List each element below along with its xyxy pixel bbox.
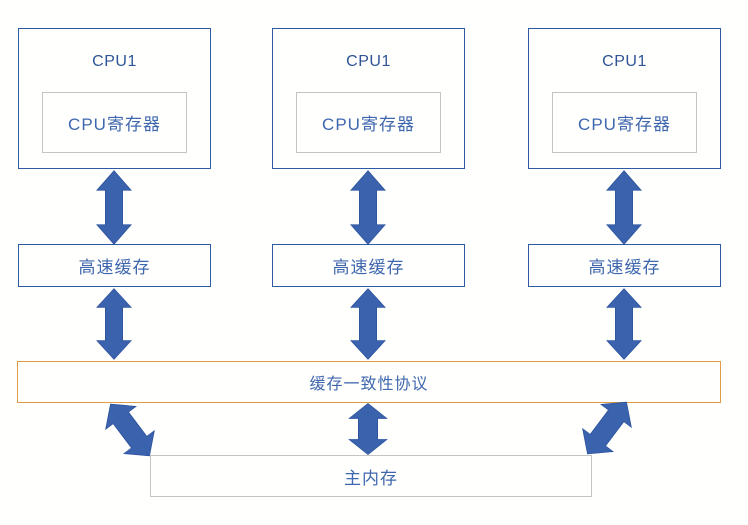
protocol-label: 缓存一致性协议 [309, 376, 429, 393]
cpu-label-2: CPU1 [346, 53, 391, 70]
cache-box-3: 高速缓存 [528, 244, 721, 287]
cpu-label-3: CPU1 [602, 53, 647, 70]
cpu-register-box-3: CPU寄存器 [552, 92, 697, 153]
cache-box-2: 高速缓存 [272, 244, 465, 287]
cache-label-2: 高速缓存 [332, 258, 405, 277]
cpu-register-label-3: CPU寄存器 [578, 115, 671, 134]
cache-box-1: 高速缓存 [18, 244, 211, 287]
double-arrow-cpu3-cache3-icon [606, 170, 642, 245]
double-arrow-cpu2-cache2-icon [350, 170, 386, 245]
cpu-register-label-2: CPU寄存器 [322, 115, 415, 134]
double-arrow-protocol-memory-center-icon [348, 403, 388, 455]
main-memory-box: 主内存 [150, 455, 592, 497]
cpu-box-1: CPU1 CPU寄存器 [18, 28, 211, 169]
cache-label-1: 高速缓存 [78, 258, 151, 277]
cpu-box-2: CPU1 CPU寄存器 [272, 28, 465, 169]
cpu-register-box-2: CPU寄存器 [296, 92, 441, 153]
double-arrow-cache3-protocol-icon [606, 288, 642, 360]
cpu-box-3: CPU1 CPU寄存器 [528, 28, 721, 169]
double-arrow-cpu1-cache1-icon [96, 170, 132, 245]
double-arrow-protocol-memory-right-icon [582, 401, 632, 455]
double-arrow-cache2-protocol-icon [350, 288, 386, 360]
main-memory-label: 主内存 [344, 468, 398, 488]
double-arrow-cache1-protocol-icon [96, 288, 132, 360]
cpu-label-1: CPU1 [92, 53, 137, 70]
cache-label-3: 高速缓存 [588, 258, 661, 277]
cpu-register-box-1: CPU寄存器 [42, 92, 187, 153]
double-arrow-protocol-memory-left-icon [105, 403, 155, 457]
cache-coherence-protocol-bar: 缓存一致性协议 [17, 361, 721, 403]
cpu-register-label-1: CPU寄存器 [68, 115, 161, 134]
